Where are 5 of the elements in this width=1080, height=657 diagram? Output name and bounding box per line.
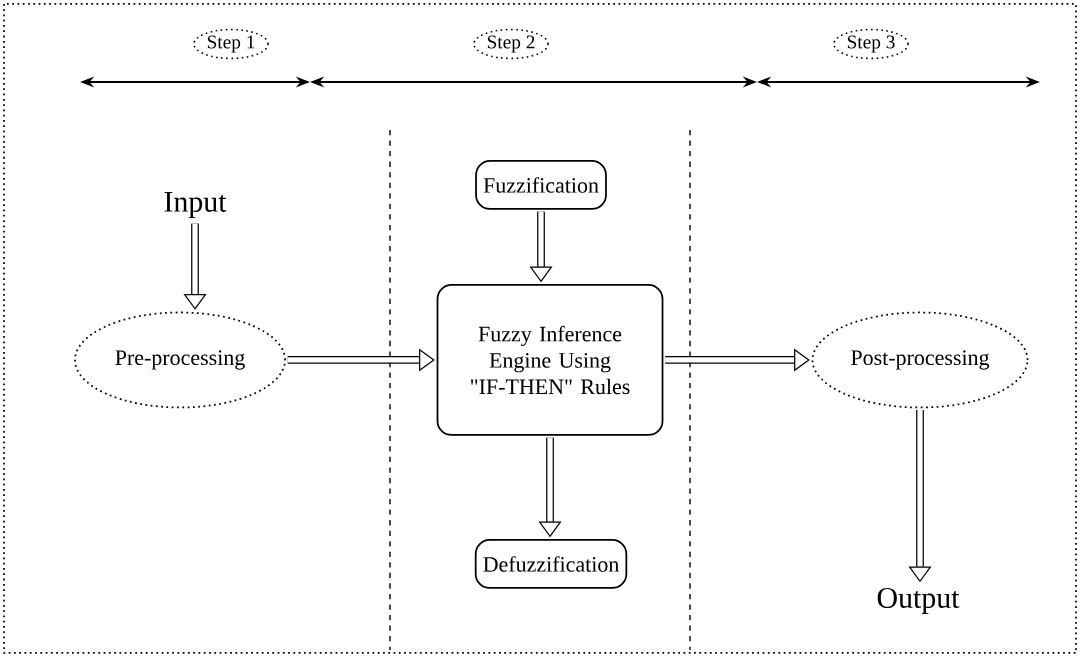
- process-box: Fuzzy Inference Engine Using "IF-THEN" Rules: [436, 284, 664, 436]
- process-box: Defuzzification: [474, 539, 628, 589]
- process-box: Fuzzification: [475, 160, 607, 210]
- label-text: Output: [877, 587, 960, 615]
- label-text: Input: [164, 192, 227, 218]
